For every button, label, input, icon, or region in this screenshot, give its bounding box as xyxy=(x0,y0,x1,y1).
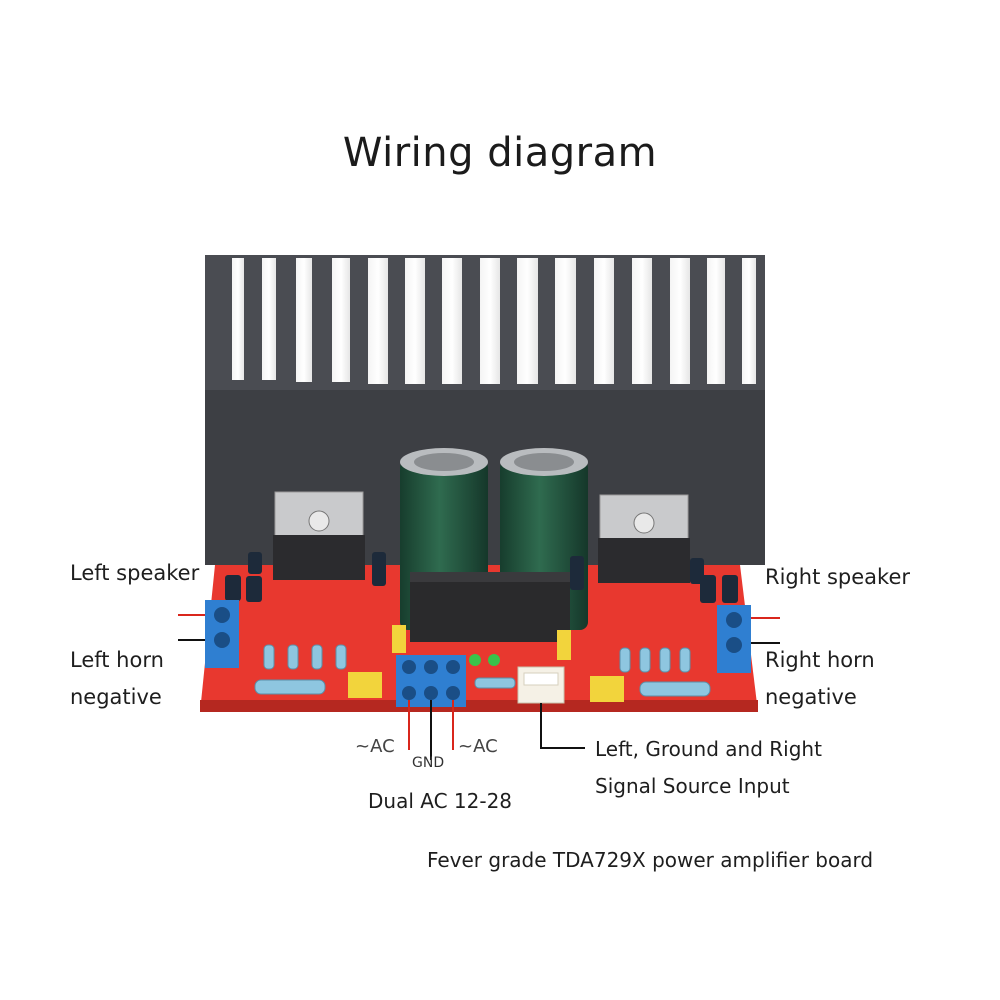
left-speaker-terminal xyxy=(205,600,239,668)
wiring-leaders xyxy=(178,614,780,760)
amplifier-ic-right xyxy=(598,494,690,583)
gnd-label: GND xyxy=(412,755,445,771)
ac-right-label: ~AC xyxy=(458,736,498,757)
product-caption: Fever grade TDA729X power amplifier boar… xyxy=(426,848,874,872)
left-speaker-label: Left speaker xyxy=(70,561,200,585)
right-speaker-label: Right speaker xyxy=(765,565,911,589)
left-horn-negative-label-line2: negative xyxy=(70,685,162,709)
ac-power-terminal xyxy=(396,655,466,707)
indicator-leds xyxy=(469,654,500,666)
signal-input-label-line2: Signal Source Input xyxy=(595,774,790,798)
right-horn-negative-label-line1: Right horn xyxy=(765,648,875,672)
signal-input-label-line1: Left, Ground and Right xyxy=(595,737,822,761)
right-speaker-terminal xyxy=(717,605,751,673)
amplifier-ic-left xyxy=(273,491,365,580)
right-horn-negative-label-line2: negative xyxy=(765,685,857,709)
bridge-rectifier xyxy=(410,572,570,642)
dual-ac-label: Dual AC 12-28 xyxy=(368,789,513,813)
resistors xyxy=(254,644,711,697)
page-title: Wiring diagram xyxy=(342,130,658,176)
heatsink-fins xyxy=(232,258,756,384)
left-horn-negative-label-line1: Left horn xyxy=(70,648,164,672)
film-capacitors xyxy=(348,625,624,702)
ac-left-label: ~AC xyxy=(355,736,395,757)
signal-input-connector xyxy=(517,666,565,704)
small-capacitors xyxy=(225,552,738,603)
